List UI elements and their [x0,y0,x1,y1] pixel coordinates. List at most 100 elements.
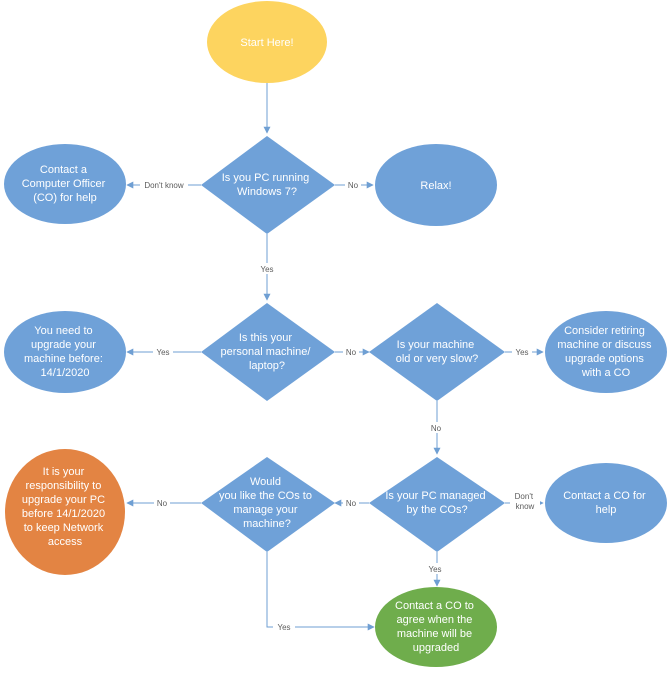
node-text-line: old or very slow? [396,353,479,365]
edge-label-no-4: No [343,497,359,508]
node-text-line: (CO) for help [33,192,97,204]
edge-label-yes-4: Yes [424,563,446,574]
node-text-line: machine before: [24,353,103,365]
node-text-line: to keep Network [24,522,104,534]
edge-label-text: No [348,181,359,190]
node-text-line: Contact a CO for [563,490,646,502]
node-text-line: upgrade your [31,339,96,351]
process-upgrade-before: You need to upgrade your machine before:… [4,311,126,393]
nodes: Start Here! Is you PC running Windows 7?… [4,1,667,667]
node-text-line: Is you PC running [222,172,309,184]
edge-label-text: Yes [156,348,169,357]
svg-text:No: No [157,499,168,508]
svg-text:Consider retiring mach: Consider retiring machine or discuss upg… [557,325,654,379]
decision-personal: Is this your personal machine/ laptop? [201,303,335,401]
svg-text:No: No [348,181,359,190]
edge-label-text: Yes [428,565,441,574]
edge-label-dont-know-1: Don't know [140,179,188,190]
node-text-line: You need to [34,325,92,337]
edge-label-text: No [346,348,357,357]
node-text-line: machine will be [397,628,472,640]
process-contact-co-help: Contact a Computer Officer (CO) for help [4,144,126,224]
process-ellipse [375,144,497,226]
node-text-line: upgrade options [565,353,644,365]
svg-text:Start Here!: Start Here! [240,37,293,49]
node-text-line: machine or discuss [557,339,652,351]
node-text-line: you like the COs to [219,490,312,502]
node-text-line: personal machine/ [221,346,312,358]
svg-text:Yes: Yes [156,348,169,357]
node-text-line: Contact a [40,164,88,176]
edge-label-yes-2: Yes [153,346,173,357]
edge-label-yes-3: Yes [512,346,532,357]
node-text-line: agree when the [397,614,473,626]
node-text-line: upgrade your PC [22,494,105,506]
edge-label-yes-1: Yes [256,263,278,274]
node-text-line: Start Here! [240,37,293,49]
node-text-line: Would [250,476,281,488]
node-text-line: access [48,536,83,548]
edge-label-no-2: No [343,346,359,357]
process-ellipse [4,144,126,224]
node-text-line: help [596,504,617,516]
node-text-line: upgraded [413,642,460,654]
process-relax: Relax! [375,144,497,226]
process-ellipse [4,311,126,393]
process-consider-retiring: Consider retiring machine or discuss upg… [545,311,667,393]
edge-label-dont-know-2: Don't know [510,490,540,514]
edge-label-text: No [346,499,357,508]
edge-label-text: Don't [515,492,534,501]
decision-diamond [369,457,505,552]
edge-label-text: Don't know [144,181,184,190]
svg-text:Contact a Computer Off: Contact a Computer Officer (CO) for help [22,164,109,204]
svg-text:Yes: Yes [428,565,441,574]
connector-labels: Don't know No Yes Yes No Yes No [140,179,540,632]
edge-label-text: Yes [260,265,273,274]
start-ellipse [207,1,327,83]
svg-text:Is you PC running Wind: Is you PC running Windows 7? [222,172,313,198]
edge-label-text: Yes [277,623,290,632]
node-text-line: manage your [233,504,298,516]
success-ellipse [375,587,497,667]
svg-text:Would you like the COs: Would you like the COs to manage your ma… [219,476,315,530]
process-contact-co-help-2: Contact a CO for help [545,463,667,543]
edge-label-text: Yes [515,348,528,357]
decision-diamond [201,303,335,401]
node-text-line: by the COs? [406,504,467,516]
node-text-line: Consider retiring [564,325,645,337]
svg-text:Don't know: Don't know [144,181,184,190]
node-text-line: Is your machine [397,339,475,351]
decision-diamond [369,303,505,401]
node-text-line: Computer Officer [22,178,106,190]
decision-win7: Is you PC running Windows 7? [201,136,335,234]
edge-wouldlike-yes [266,552,375,631]
start-node: Start Here! [207,1,327,83]
node-text-line: Is this your [239,332,293,344]
warning-ellipse [5,449,125,575]
decision-diamond [201,457,335,552]
terminal-responsibility: It is your responsibility to upgrade you… [5,449,125,575]
node-text-line: laptop? [249,360,285,372]
svg-text:Contact a CO for help: Contact a CO for help [563,490,649,516]
node-text-line: before 14/1/2020 [22,508,105,520]
decision-old-slow: Is your machine old or very slow? [369,303,505,401]
node-text-line: Is your PC managed [385,490,485,502]
svg-text:Is your machine old or: Is your machine old or very slow? [396,339,479,365]
svg-text:Is your PC managed by: Is your PC managed by the COs? [385,490,488,516]
node-text-line: responsibility to [26,480,102,492]
decision-would-like: Would you like the COs to manage your ma… [201,457,335,552]
terminal-contact-co-agree: Contact a CO to agree when the machine w… [375,587,497,667]
svg-text:Contact a CO to agree: Contact a CO to agree when the machine w… [395,600,477,654]
svg-text:Yes: Yes [515,348,528,357]
process-ellipse [545,311,667,393]
svg-text:Yes: Yes [277,623,290,632]
svg-text:You need to upgrade yo: You need to upgrade your machine before:… [24,325,106,379]
edge-label-yes-5: Yes [273,621,295,632]
decision-diamond [201,136,335,234]
node-text-line: with a CO [581,367,631,379]
svg-text:No: No [346,348,357,357]
edge-label-no-3: No [428,422,444,433]
svg-text:It is your responsibil: It is your responsibility to upgrade you… [22,466,108,548]
node-text-line: Contact a CO to [395,600,474,612]
